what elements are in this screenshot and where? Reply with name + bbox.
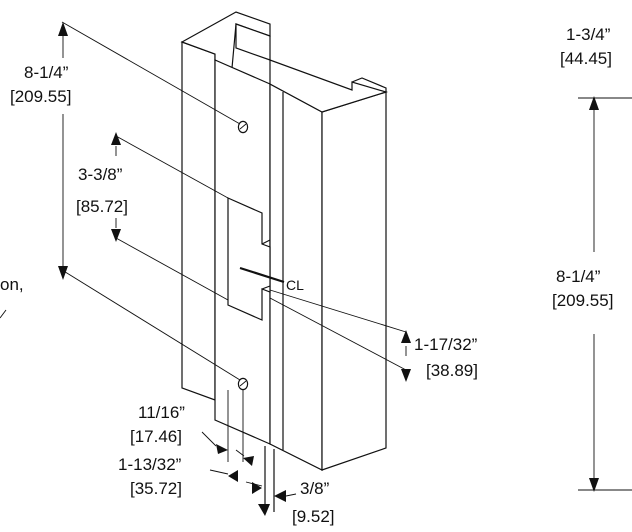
lip-depth-mm: [9.52] xyxy=(292,507,335,526)
slot-notch xyxy=(261,239,271,290)
hole-to-slot-dimension: 3-3/8” [85.72] xyxy=(76,132,229,301)
arrow-right xyxy=(216,444,228,454)
bottom-rail-edge xyxy=(264,446,275,512)
hole-offset-dimension: 11/16” [17.46] xyxy=(130,390,254,466)
slot-offset-in: 1-13/32” xyxy=(118,455,182,474)
side-width-in: 1-3/4” xyxy=(566,25,611,44)
arrow-left xyxy=(274,490,286,502)
arrow-up xyxy=(401,330,411,343)
arrow-down xyxy=(589,478,599,492)
right-lip-edge xyxy=(351,77,387,92)
slot-height-mm: [38.89] xyxy=(426,361,478,380)
arrow-up xyxy=(589,96,599,110)
hole-offset-mm: [17.46] xyxy=(130,427,182,446)
side-width-mm: [44.45] xyxy=(560,49,612,68)
hole-to-slot-in: 3-3/8” xyxy=(78,165,123,184)
centerline-label: CL xyxy=(286,277,304,293)
overall-height-in: 8-1/4” xyxy=(24,63,69,82)
back-flange xyxy=(181,41,216,401)
strike-body xyxy=(180,11,389,512)
cropped-caption-text: on, xyxy=(0,275,24,294)
hole-to-slot-mm: [85.72] xyxy=(76,197,128,216)
overall-height-mm: [209.55] xyxy=(10,87,71,106)
arrow-up xyxy=(58,22,68,36)
slot-offset-dimension: 1-13/32” [35.72] xyxy=(118,455,263,498)
hole-offset-in: 11/16” xyxy=(138,403,185,422)
side-view-dimensions: 1-3/4” [44.45] 8-1/4” [209.55] xyxy=(552,25,632,492)
lip-depth-dimension: 3/8” [9.52] xyxy=(258,479,335,526)
arrow-down xyxy=(58,266,68,280)
channel-face xyxy=(321,91,387,471)
cropped-caption: on, xyxy=(0,275,24,319)
mounting-hole-top xyxy=(237,120,249,134)
slot-height-dimension: 1-17/32” [38.89] xyxy=(269,289,478,382)
strike-slot xyxy=(227,197,271,321)
arrow-up xyxy=(111,132,121,145)
arrow-left xyxy=(252,482,262,494)
centerline: CL xyxy=(239,266,304,293)
slot-offset-mm: [35.72] xyxy=(130,479,182,498)
mounting-hole-bottom xyxy=(237,377,249,391)
arrow-down xyxy=(111,229,121,242)
arrow-right xyxy=(228,470,238,482)
slot-height-in: 1-17/32” xyxy=(414,335,478,354)
side-height-in: 8-1/4” xyxy=(556,267,601,286)
arrow-left xyxy=(243,456,254,466)
overall-height-dimension: 8-1/4” [209.55] xyxy=(10,21,241,381)
side-height-mm: [209.55] xyxy=(552,291,613,310)
lip-depth-in: 3/8” xyxy=(300,479,330,498)
arrow-down xyxy=(401,369,411,382)
arrow-down xyxy=(258,504,270,516)
